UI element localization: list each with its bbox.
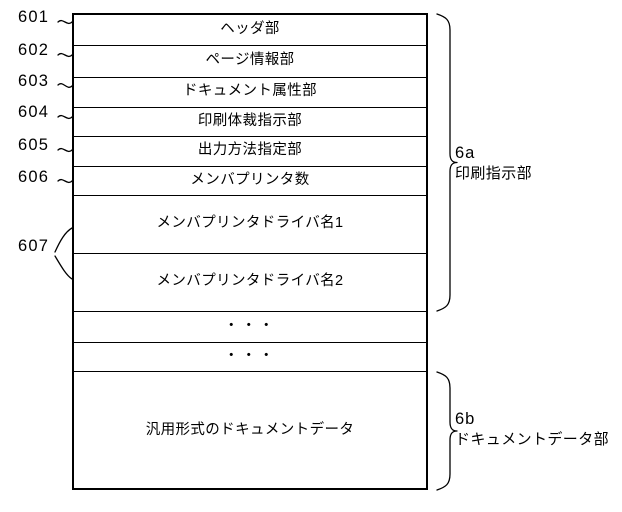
structure-row-label: メンバプリンタ数: [190, 171, 310, 188]
structure-row-label: 出力方法指定部: [197, 142, 303, 159]
data-structure-box: ヘッダ部ページ情報部ドキュメント属性部印刷体裁指示部出力方法指定部メンバプリンタ…: [72, 13, 428, 490]
structure-row-label: ・・・: [223, 347, 277, 365]
reference-number-606: 606: [18, 168, 50, 186]
row-divider: [74, 371, 426, 372]
group-brace-6b: [436, 371, 458, 491]
row-divider: [74, 45, 426, 46]
structure-row: 汎用形式のドキュメントデータ: [74, 371, 426, 490]
structure-row: ・・・: [74, 342, 426, 371]
structure-row: ページ情報部: [74, 45, 426, 77]
reference-number-607: 607: [18, 237, 50, 255]
structure-row: ヘッダ部: [74, 15, 426, 45]
structure-row-label: メンバプリンタドライバ名1: [156, 215, 344, 232]
structure-row-label: ヘッダ部: [220, 21, 280, 38]
row-divider: [74, 195, 426, 196]
row-divider: [74, 77, 426, 78]
structure-row-label: 印刷体裁指示部: [197, 112, 303, 129]
group-brace-6a: [436, 13, 458, 312]
reference-number-603: 603: [18, 72, 50, 90]
row-divider: [74, 166, 426, 167]
group-name: 印刷指示部: [455, 165, 533, 183]
row-divider: [74, 253, 426, 254]
group-code: 6b: [455, 410, 476, 428]
group-code: 6a: [455, 144, 476, 162]
structure-row: 印刷体裁指示部: [74, 107, 426, 136]
structure-row: 出力方法指定部: [74, 136, 426, 166]
structure-row-label: ・・・: [223, 317, 277, 335]
row-divider: [74, 311, 426, 312]
group-name: ドキュメントデータ部: [455, 431, 610, 449]
group-label-6b: 6b ドキュメントデータ部: [455, 408, 609, 451]
reference-number-605: 605: [18, 136, 50, 154]
reference-number-601: 601: [18, 8, 50, 26]
reference-number-602: 602: [18, 41, 50, 59]
structure-row-label: ページ情報部: [205, 52, 295, 69]
structure-row: ・・・: [74, 311, 426, 342]
structure-row: メンバプリンタドライバ名1: [74, 195, 426, 253]
structure-row: メンバプリンタドライバ名2: [74, 253, 426, 311]
row-divider: [74, 342, 426, 343]
structure-row: メンバプリンタ数: [74, 166, 426, 195]
reference-number-604: 604: [18, 103, 50, 121]
group-label-6a: 6a 印刷指示部: [455, 142, 532, 185]
row-divider: [74, 107, 426, 108]
row-divider: [74, 136, 426, 137]
structure-row-label: メンバプリンタドライバ名2: [156, 273, 344, 290]
structure-row-label: ドキュメント属性部: [182, 83, 318, 100]
structure-row: ドキュメント属性部: [74, 77, 426, 107]
structure-row-label: 汎用形式のドキュメントデータ: [145, 421, 355, 438]
